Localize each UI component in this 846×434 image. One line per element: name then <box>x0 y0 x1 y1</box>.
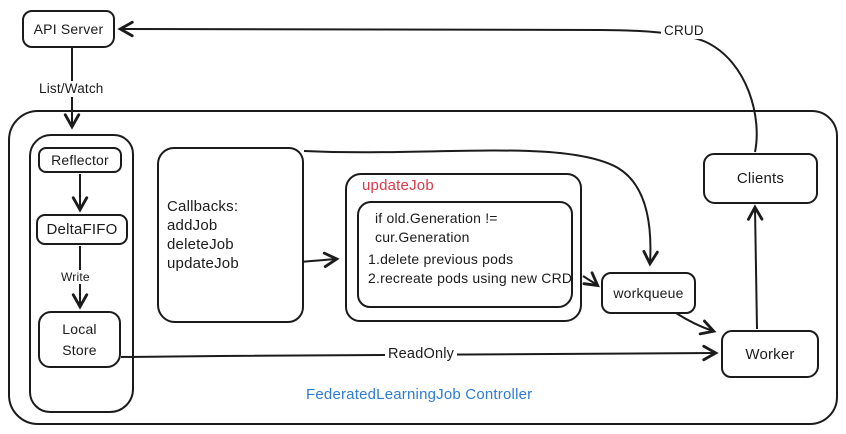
node-deltafifo: DeltaFIFO <box>36 214 128 245</box>
node-clients: Clients <box>703 153 818 204</box>
updatejob-logic-box <box>357 201 573 308</box>
node-workqueue: workqueue <box>601 272 696 314</box>
node-worker-label: Worker <box>745 345 795 363</box>
node-api-server: API Server <box>22 10 115 48</box>
node-local-store-label: Local Store <box>62 321 97 358</box>
edge-label-list-watch: List/Watch <box>36 81 107 98</box>
node-workqueue-label: workqueue <box>613 285 684 301</box>
node-api-server-label: API Server <box>33 21 104 37</box>
updatejob-line-4: 2.recreate pods using new CRD <box>368 270 573 286</box>
callbacks-text: Callbacks: addJob deleteJob updateJob <box>167 197 239 273</box>
node-clients-label: Clients <box>736 170 785 187</box>
callbacks-item-updatejob: updateJob <box>167 255 239 272</box>
edge-worker-to-clients <box>747 204 764 330</box>
edge-label-crud: CRUD <box>661 23 707 40</box>
updatejob-logic-text: if old.Generation != cur.Generation 1.de… <box>368 209 572 288</box>
node-local-store: Local Store <box>38 311 121 368</box>
edge-label-readonly: ReadOnly <box>385 346 458 364</box>
callbacks-box <box>157 147 304 323</box>
diagram-title: FederatedLearningJob Controller <box>306 386 533 403</box>
node-worker: Worker <box>721 330 819 378</box>
node-deltafifo-label: DeltaFIFO <box>46 221 118 238</box>
callbacks-title: Callbacks: <box>167 198 239 215</box>
updatejob-line-1: if old.Generation != <box>375 210 498 226</box>
edge-label-write: Write <box>58 270 93 285</box>
updatejob-title: updateJob <box>362 177 434 194</box>
node-reflector-label: Reflector <box>51 152 109 168</box>
edge-clients-to-apiserver-crud <box>117 20 758 153</box>
callbacks-item-addjob: addJob <box>167 217 218 234</box>
informer-container-box <box>29 134 134 413</box>
updatejob-line-2: cur.Generation <box>375 229 470 245</box>
edge-updatejobbox-to-workqueue <box>582 271 600 288</box>
updatejob-line-3: 1.delete previous pods <box>368 251 514 267</box>
edge-workqueue-to-worker <box>675 312 717 336</box>
callbacks-item-deletejob: deleteJob <box>167 236 234 253</box>
controller-container-box <box>8 110 838 425</box>
node-reflector: Reflector <box>38 147 122 173</box>
edge-callbacks-to-workqueue <box>303 149 659 267</box>
